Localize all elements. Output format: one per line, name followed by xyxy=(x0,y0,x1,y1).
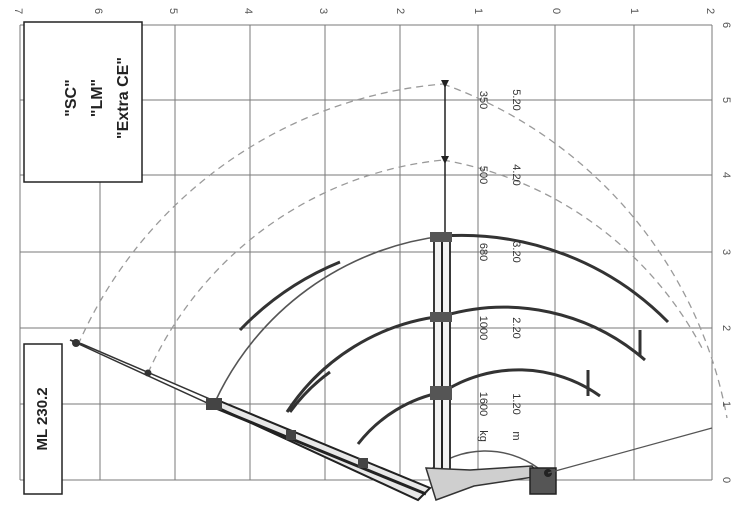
grid xyxy=(19,24,713,481)
reach-arc-3m-lower xyxy=(442,233,670,324)
mast-marker-4m xyxy=(441,156,449,164)
reach-unit-label: m xyxy=(510,431,522,440)
reach-tick-label: 3 xyxy=(720,249,732,255)
reach-tick-label: 4 xyxy=(720,172,732,178)
variant-label: "LM" xyxy=(89,79,106,117)
variants-box xyxy=(23,21,143,183)
reach-value-label: 3.20 xyxy=(510,241,522,262)
lifting-arcs xyxy=(77,83,728,471)
reach-tick-label: 6 xyxy=(720,22,732,28)
reach-arc-1m-lower xyxy=(442,368,601,398)
height-tick-label: 3 xyxy=(317,8,329,14)
mast-block-2m xyxy=(430,312,452,322)
model-name: ML 230.2 xyxy=(34,387,51,450)
height-tick-label: 6 xyxy=(92,8,104,14)
reach-arc-2m-lower xyxy=(442,305,646,362)
height-tick-label: 2 xyxy=(704,8,716,14)
load-value-label: 1600 xyxy=(477,392,489,416)
reach-value-label: 1.20 xyxy=(510,393,522,414)
model-box xyxy=(23,343,63,495)
reach-arc-5m-lower xyxy=(442,83,728,419)
reach-tick-label: 0 xyxy=(720,477,732,483)
labels: 7 6 5 4 3 2 1 0 1 2 0 1 2 3 4 5 6 1600 1.20 1000 2.20 680 3.20… xyxy=(12,8,732,483)
reach-value-label: 4.20 xyxy=(510,164,522,185)
reach-tick-label: 2 xyxy=(720,325,732,331)
load-value-label: 680 xyxy=(477,243,489,261)
height-tick-label: 1 xyxy=(628,8,640,14)
height-tick-label: 5 xyxy=(167,8,179,14)
height-tick-label: 4 xyxy=(242,8,254,14)
variant-label: "SC" xyxy=(63,79,80,116)
height-tick-label: 1 xyxy=(472,8,484,14)
reach-arc-2m-inner xyxy=(288,370,331,413)
load-value-label: 1000 xyxy=(477,316,489,340)
mast-block-1m xyxy=(430,386,452,400)
height-tick-label: 7 xyxy=(12,8,24,14)
crane-base xyxy=(424,427,713,501)
boom-tip-node xyxy=(72,339,80,347)
reach-arc-2m-upper xyxy=(285,314,444,413)
load-value-label: 350 xyxy=(477,91,489,109)
mast-block-3m xyxy=(430,232,452,242)
mast-marker-5m xyxy=(441,80,449,88)
reach-tick-label: 1 xyxy=(720,401,732,407)
reach-tick-label: 5 xyxy=(720,97,732,103)
lower-reach-line xyxy=(547,427,713,474)
boom-joint-3m xyxy=(206,398,222,410)
load-unit-label: kg xyxy=(477,430,489,442)
variant-label: "Extra CE" xyxy=(115,57,132,139)
height-tick-label: 0 xyxy=(550,8,562,14)
crane-boom xyxy=(69,339,432,502)
boom-node-4m xyxy=(144,369,152,377)
boom-joint-1m xyxy=(358,458,368,468)
reach-value-label: 2.20 xyxy=(510,317,522,338)
reach-arc-3m-upper xyxy=(214,235,444,403)
reach-arc-3m-inner xyxy=(238,260,341,332)
reach-arc-4m-upper xyxy=(147,159,444,374)
boom-tube-line xyxy=(215,406,427,496)
boom-joint-2m xyxy=(286,430,296,440)
load-value-label: 500 xyxy=(477,166,489,184)
reach-value-label: 5.20 xyxy=(510,89,522,110)
height-tick-label: 2 xyxy=(394,8,406,14)
